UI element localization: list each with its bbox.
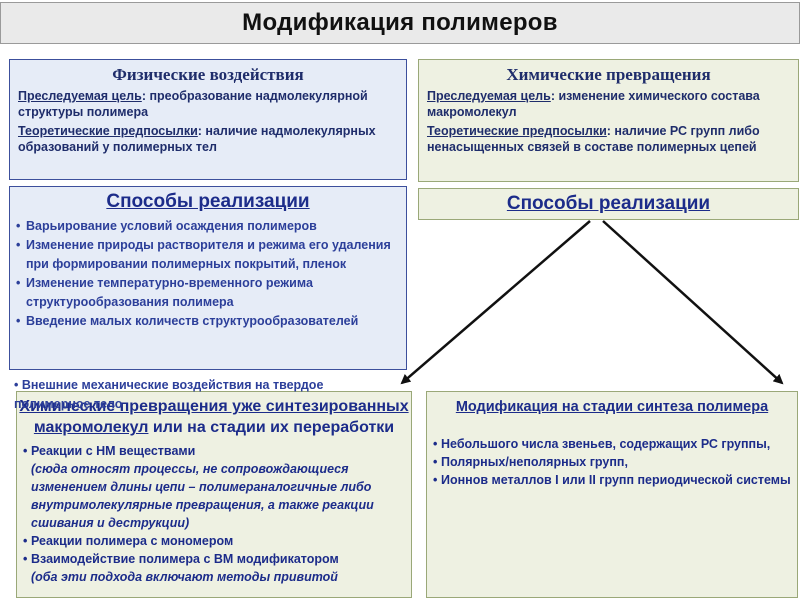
title-bar: Модификация полимеров — [0, 2, 800, 44]
post-synthesis-list: Реакции с НМ веществами (сюда относят пр… — [17, 438, 411, 586]
chemical-goal: Преследуемая цель: изменение химического… — [419, 88, 798, 120]
chemical-premise-text: : наличие РС групп либо ненасыщенных свя… — [427, 124, 760, 154]
list-item: Изменение природы растворителя и режима … — [16, 236, 400, 274]
list-item-note: (сюда относят процессы, не сопровождающи… — [31, 462, 374, 530]
list-item-note: (оба эти подхода включают методы привито… — [31, 570, 338, 584]
chemical-premise: Теоретические предпосылки: наличие РС гр… — [419, 123, 798, 155]
post-synthesis-box: Химические превращения уже синтезированн… — [16, 391, 412, 598]
arrow-to-synthesis — [602, 220, 784, 385]
chemical-premise-label: Теоретические предпосылки — [427, 124, 607, 138]
physical-effects-box: Физические воздействия Преследуемая цель… — [9, 59, 407, 180]
physical-effects-heading: Физические воздействия — [112, 65, 304, 84]
methods-right-box: Способы реализации — [418, 188, 799, 220]
synthesis-list: Небольшого числа звеньев, содержащих РС … — [427, 417, 797, 489]
synthesis-heading: Модификация на стадии синтеза полимера — [455, 399, 769, 415]
bullet-icon: • — [14, 378, 22, 392]
arrow-to-post-synthesis — [400, 220, 591, 385]
methods-left-heading: Способы реализации — [106, 191, 310, 212]
page-title: Модификация полимеров — [242, 9, 558, 36]
list-item: Взаимодействие полимера с ВМ модификатор… — [23, 550, 405, 568]
post-synthesis-heading: Химические превращения уже синтезированн… — [17, 392, 411, 438]
list-item: Реакции полимера с мономером — [23, 532, 405, 550]
chemical-goal-text: : изменение химического состава макромол… — [427, 89, 760, 119]
synthesis-box: Модификация на стадии синтеза полимера Н… — [426, 391, 798, 598]
post-synthesis-heading-rest: или на стадии их переработки — [148, 419, 395, 436]
list-item: Ионнов металлов I или II групп периодиче… — [433, 471, 791, 489]
chemical-transformations-box: Химические превращения Преследуемая цель… — [418, 59, 799, 182]
physical-goal-label: Преследуемая цель — [18, 89, 142, 103]
methods-right-heading: Способы реализации — [506, 193, 711, 214]
methods-left-overflow-item: • Внешние механические воздействия на тв… — [14, 378, 324, 411]
physical-goal-text: : преобразование надмолекулярной структу… — [18, 89, 368, 119]
physical-premise-label: Теоретические предпосылки — [18, 124, 198, 138]
methods-left-box: Способы реализации Варьирование условий … — [9, 186, 407, 370]
list-item: Полярных/неполярных групп, — [433, 453, 791, 471]
list-item: Реакции с НМ веществами — [23, 442, 405, 460]
methods-left-list: Варьирование условий осаждения полимеров… — [10, 213, 406, 331]
list-item: Изменение температурно-временного режима… — [16, 274, 400, 312]
post-synthesis-heading-main: Химические превращения уже синтезированн… — [19, 398, 409, 436]
list-item: Введение малых количеств структурообразо… — [16, 312, 400, 331]
physical-premise: Теоретические предпосылки: наличие надмо… — [10, 123, 406, 155]
list-item: Небольшого числа звеньев, содержащих РС … — [433, 435, 791, 453]
list-item: Варьирование условий осаждения полимеров — [16, 217, 400, 236]
physical-premise-text: : наличие надмолекулярных образований у … — [18, 124, 376, 154]
chemical-goal-label: Преследуемая цель — [427, 89, 551, 103]
physical-goal: Преследуемая цель: преобразование надмол… — [10, 88, 406, 120]
chemical-transformations-heading: Химические превращения — [506, 65, 711, 84]
